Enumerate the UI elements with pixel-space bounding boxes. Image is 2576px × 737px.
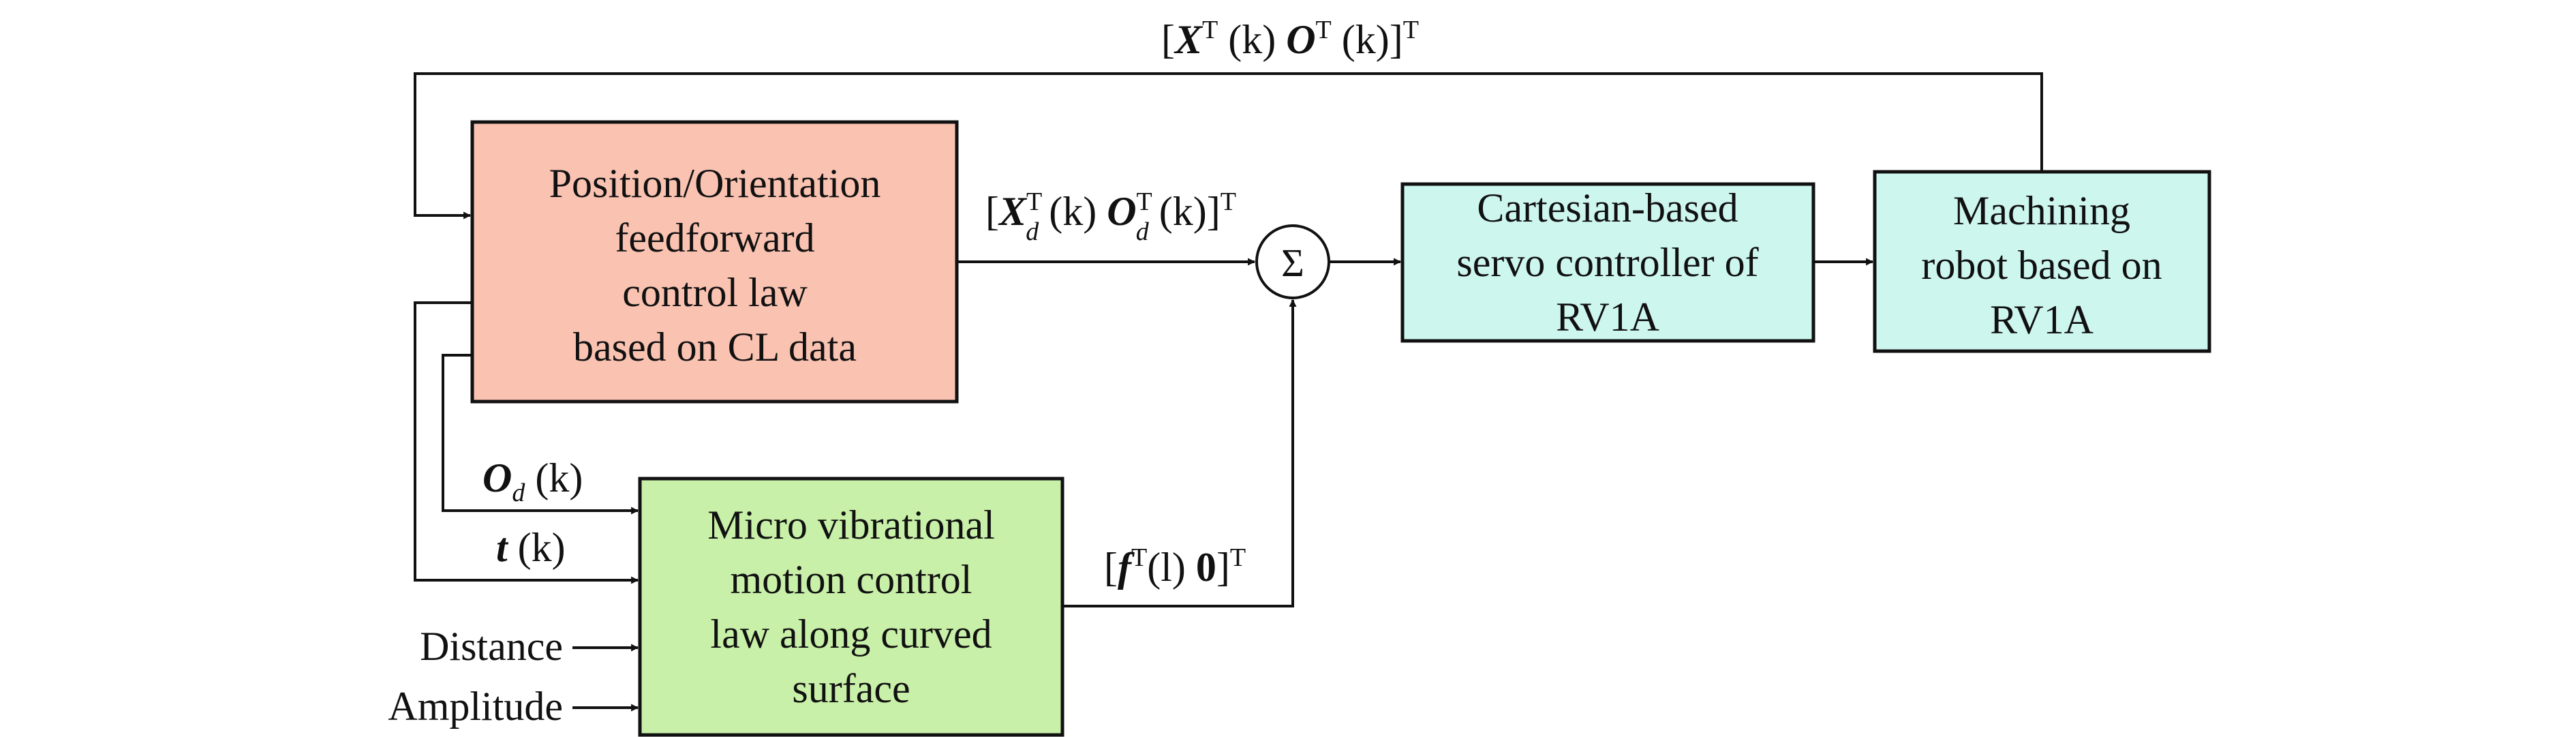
feedforward-line-2: feedforward — [615, 215, 814, 260]
micro-line-1: Micro vibrational — [707, 502, 995, 547]
machining-robot-block: Machining robot based on RV1A — [1873, 170, 2211, 353]
orientation-signal-label: Od (k) — [482, 455, 583, 507]
vibration-signal-label: [fT(l) 0]T — [1104, 543, 1246, 590]
feedforward-line-3: control law — [622, 270, 808, 315]
distance-input-label: Distance — [420, 624, 563, 669]
feedback-signal-label: [XT (k) OT (k)]T — [1161, 16, 1419, 62]
summing-junction: Σ — [1255, 224, 1330, 299]
micro-line-4: surface — [792, 666, 910, 711]
micro-line-3: law along curved — [710, 612, 992, 657]
feedforward-line-4: based on CL data — [573, 325, 857, 370]
amplitude-input-label: Amplitude — [388, 684, 563, 729]
robot-line-1: Machining — [1953, 188, 2130, 233]
servo-line-3: RV1A — [1556, 295, 1659, 340]
robot-line-2: robot based on — [1921, 243, 2162, 288]
feedback-wire — [414, 72, 2043, 220]
micro-vibration-control-block: Micro vibrational motion control law alo… — [638, 477, 1064, 737]
micro-line-2: motion control — [731, 557, 972, 602]
servo-line-1: Cartesian-based — [1477, 185, 1738, 230]
servo-line-2: servo controller of — [1456, 240, 1758, 285]
feedforward-line-1: Position/Orientation — [549, 161, 881, 206]
vibration-wire — [1062, 299, 1297, 607]
sigma-symbol: Σ — [1281, 241, 1304, 285]
robot-line-3: RV1A — [1990, 297, 2094, 342]
orientation-wire — [442, 354, 639, 515]
time-signal-label: t (k) — [496, 525, 566, 570]
time-wire — [414, 301, 639, 584]
servo-controller-block: Cartesian-based servo controller of RV1A — [1400, 182, 1815, 343]
feedforward-control-block: Position/Orientation feedforward control… — [470, 120, 959, 404]
